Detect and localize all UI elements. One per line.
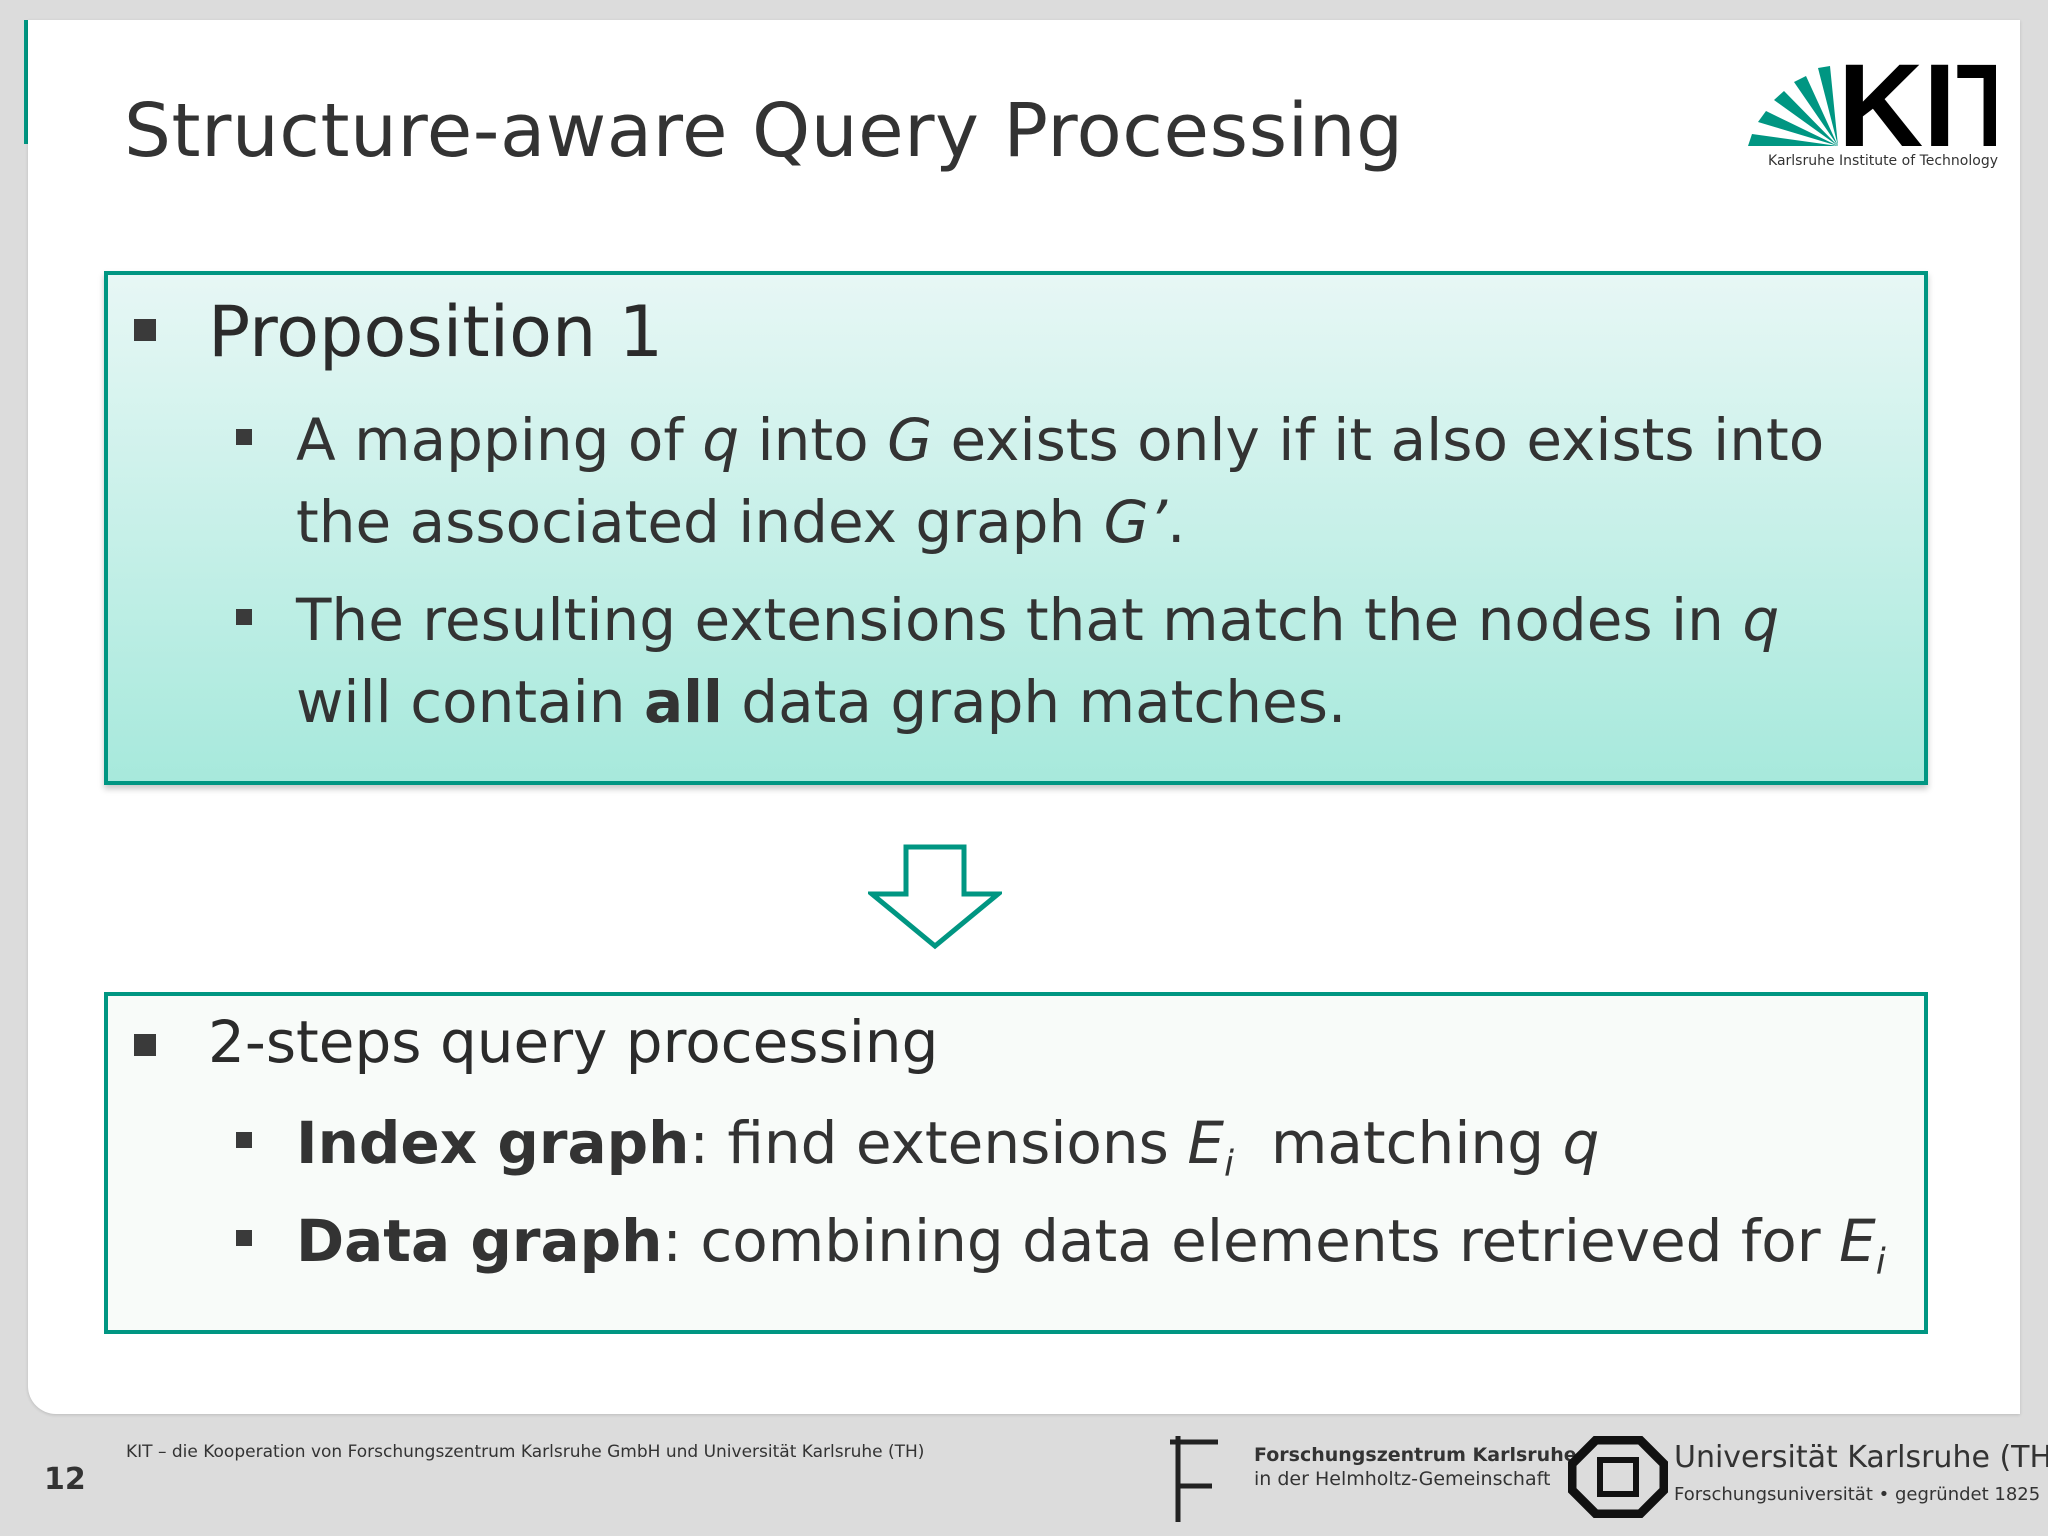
text-run: : find extensions [689, 1109, 1188, 1177]
text-run: . [1167, 488, 1186, 556]
kit-logo-icon: KIT [1748, 54, 1996, 154]
query-processing-box: 2-steps query processing Index graph: fi… [104, 992, 1928, 1334]
down-arrow-icon [868, 844, 1002, 950]
text-run: into [739, 406, 888, 474]
math-subscript-i: i [1875, 1241, 1886, 1283]
math-G-prime: G’ [1103, 488, 1168, 556]
bullet-square [134, 1034, 156, 1056]
kit-logo-text: KIT [1838, 54, 1996, 154]
page-number: 12 [44, 1462, 86, 1497]
math-q: q [1742, 586, 1780, 654]
proposition-bullet-2: The resulting extensions that match the … [296, 579, 1856, 743]
slide-title: Structure-aware Query Processing [124, 88, 1404, 174]
index-graph-label: Index graph [296, 1109, 690, 1177]
university-name: Universität Karlsruhe (TH) [1674, 1440, 2048, 1475]
math-E: E [1839, 1207, 1876, 1275]
proposition-heading: Proposition 1 [208, 291, 664, 373]
fzk-name: Forschungszentrum Karlsruhe [1254, 1444, 1577, 1466]
bullet-square [236, 1230, 252, 1246]
math-q: q [702, 406, 740, 474]
text-run: The resulting extensions that match the … [296, 586, 1743, 654]
kit-logo-caption: Karlsruhe Institute of Technology [1768, 153, 1998, 169]
university-logo-icon [1568, 1436, 1668, 1518]
math-E: E [1187, 1109, 1224, 1177]
data-graph-bullet: Data graph: combining data elements retr… [296, 1200, 1886, 1304]
bullet-square [236, 609, 252, 625]
text-run: exists only if it also exists into the a… [296, 406, 1825, 556]
emphasis-all: all [643, 668, 723, 736]
text-run: A mapping of [296, 406, 703, 474]
index-graph-bullet: Index graph: find extensions Ei matching… [296, 1102, 1856, 1206]
text-run: data graph matches. [722, 668, 1347, 736]
query-processing-heading: 2-steps query processing [208, 1008, 939, 1076]
data-graph-label: Data graph [296, 1207, 663, 1275]
text-run: will contain [296, 668, 644, 736]
math-G: G [887, 406, 933, 474]
university-subtitle: Forschungsuniversität • gegründet 1825 [1674, 1484, 2041, 1505]
bullet-square [236, 429, 252, 445]
proposition-box: Proposition 1 A mapping of q into G exis… [104, 271, 1928, 785]
footer-text: KIT – die Kooperation von Forschungszent… [126, 1442, 925, 1462]
text-run: matching [1234, 1109, 1563, 1177]
math-q: q [1562, 1109, 1600, 1177]
proposition-bullet-1: A mapping of q into G exists only if it … [296, 399, 1856, 563]
math-subscript-i: i [1224, 1143, 1235, 1185]
fzk-logo-icon [1170, 1436, 1218, 1522]
fzk-subtitle: in der Helmholtz-Gemeinschaft [1254, 1468, 1551, 1490]
kit-logo: KIT [1748, 54, 1996, 174]
text-run: : combining data elements retrieved for [662, 1207, 1840, 1275]
bullet-square [236, 1132, 252, 1148]
bullet-square [134, 319, 156, 341]
